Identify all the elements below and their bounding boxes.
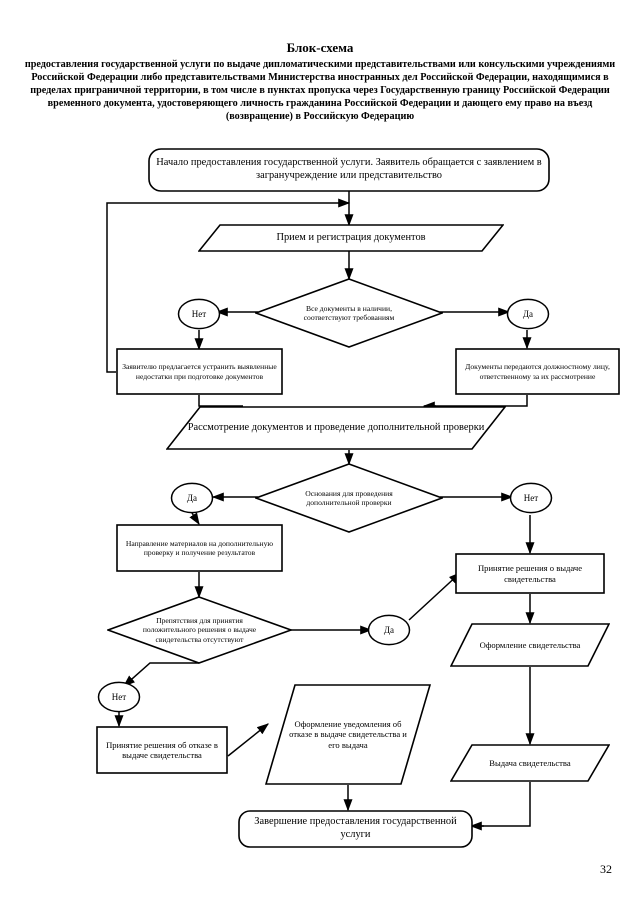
node-certificate-preparation[interactable]: Оформление свидетельства — [450, 623, 610, 667]
node-start-label: Начало предоставления государственной ус… — [156, 157, 542, 181]
node-decision-issue-certificate[interactable]: Принятие решения о выдаче свидетельства — [455, 553, 605, 594]
node-refusal-notice-label: Оформление уведомления об отказе в выдач… — [289, 718, 407, 750]
node-decision-no-obstacles-label: Препятствия для принятия положительного … — [142, 616, 257, 644]
node-decision-extra-check-grounds-label: Основания для проведения дополнительной … — [305, 488, 393, 507]
node-certificate-preparation-label: Оформление свидетельства — [479, 639, 581, 650]
node-intake-label: Прием и регистрация документов — [276, 231, 426, 243]
node-fix-deficiencies-label: Заявителю предлагается устранить выявлен… — [122, 362, 277, 381]
node-decision-documents-complete-label: Все документы в наличии, соответствуют т… — [303, 303, 395, 322]
rectangle-shape — [116, 524, 283, 572]
parallelogram-shape — [450, 623, 610, 667]
diamond-shape — [255, 278, 443, 348]
rectangle-shape — [116, 348, 283, 395]
decision-label-d3-no-text: Нет — [111, 692, 127, 702]
node-refusal-notice[interactable]: Оформление уведомления об отказе в выдач… — [265, 684, 431, 785]
node-start[interactable]: Начало предоставления государственной ус… — [148, 148, 550, 192]
rectangle-shape — [96, 726, 228, 774]
node-fix-deficiencies[interactable]: Заявителю предлагается устранить выявлен… — [116, 348, 283, 395]
node-extra-check-label: Направление материалов на дополнительную… — [125, 538, 274, 557]
node-intake[interactable]: Прием и регистрация документов — [198, 224, 504, 252]
page-number: 32 — [600, 862, 612, 876]
parallelogram-shape — [166, 406, 506, 450]
rectangle-shape — [455, 553, 605, 594]
node-decision-refuse-certificate[interactable]: Принятие решения об отказе в выдаче свид… — [96, 726, 228, 774]
parallelogram-shape — [265, 684, 431, 785]
parallelogram-shape — [198, 224, 504, 252]
node-decision-refuse-certificate-label: Принятие решения об отказе в выдаче свид… — [106, 739, 218, 760]
decision-label-d1-no[interactable]: Нет — [177, 298, 221, 330]
node-decision-issue-certificate-label: Принятие решения о выдаче свидетельства — [477, 563, 583, 584]
rectangle-shape — [455, 348, 620, 395]
node-transfer-to-official-label: Документы передаются должностному лицу, … — [465, 362, 610, 381]
decision-label-d1-no-text: Нет — [191, 309, 207, 319]
page-title: Блок-схема — [286, 40, 354, 55]
decision-label-d1-yes-text: Да — [522, 309, 534, 319]
ellipse-shape — [97, 681, 141, 713]
node-decision-documents-complete[interactable]: Все документы в наличии, соответствуют т… — [255, 278, 443, 348]
decision-label-d3-no[interactable]: Нет — [97, 681, 141, 713]
node-extra-check[interactable]: Направление материалов на дополнительную… — [116, 524, 283, 572]
node-review-documents[interactable]: Рассмотрение документов и проведение доп… — [166, 406, 506, 450]
node-transfer-to-official[interactable]: Документы передаются должностному лицу, … — [455, 348, 620, 395]
parallelogram-shape — [450, 744, 610, 782]
diamond-shape — [255, 463, 443, 533]
node-end[interactable]: Завершение предоставления государственно… — [238, 810, 473, 848]
decision-label-d2-no-text: Нет — [523, 493, 539, 503]
node-review-documents-label: Рассмотрение документов и проведение доп… — [187, 421, 485, 433]
node-certificate-handout[interactable]: Выдача свидетельства — [450, 744, 610, 782]
decision-label-d2-yes-text: Да — [186, 493, 198, 503]
node-certificate-handout-label: Выдача свидетельства — [489, 757, 571, 768]
decision-label-d3-yes-text: Да — [383, 625, 395, 635]
decision-label-d1-yes[interactable]: Да — [506, 298, 550, 330]
decision-label-d2-yes[interactable]: Да — [170, 482, 214, 514]
diamond-shape — [107, 596, 292, 664]
decision-label-d2-no[interactable]: Нет — [509, 482, 553, 514]
page-subtitle: предоставления государственной услуги по… — [24, 59, 616, 123]
terminator-shape — [148, 148, 550, 192]
node-end-label: Завершение предоставления государственно… — [254, 816, 457, 840]
node-decision-no-obstacles[interactable]: Препятствия для принятия положительного … — [107, 596, 292, 664]
node-decision-extra-check-grounds[interactable]: Основания для проведения дополнительной … — [255, 463, 443, 533]
decision-label-d3-yes[interactable]: Да — [367, 614, 411, 646]
